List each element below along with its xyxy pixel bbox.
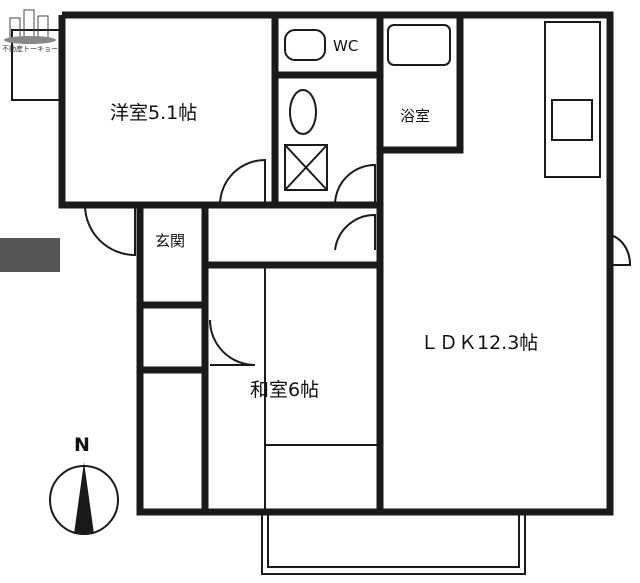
compass-icon: [49, 462, 119, 535]
balcony: [261, 511, 526, 575]
washing-machine: [284, 144, 328, 191]
washbasin: [289, 89, 317, 135]
bath-wall: [380, 15, 464, 154]
toilet: [284, 29, 326, 61]
outer-wall: [58, 11, 614, 516]
room-label-entrance: 玄関: [155, 232, 186, 250]
side-block: [0, 238, 60, 272]
room-label-bath: 浴室: [400, 107, 431, 125]
door: [334, 213, 376, 251]
room-label-japanese: 和室6帖: [250, 379, 320, 401]
room-label-wc: WC: [333, 37, 359, 55]
door: [334, 163, 376, 206]
logo-building-icon: [4, 9, 56, 44]
room-label-western: 洋室5.1帖: [110, 102, 198, 124]
logo: 不動産トーキョー: [0, 0, 60, 60]
bathtub: [387, 24, 451, 66]
compass-north-label: N: [74, 434, 90, 456]
window: [11, 29, 63, 101]
room-label-ldk: ＬＤＫ12.3帖: [420, 332, 539, 354]
door: [609, 234, 632, 266]
door: [219, 158, 266, 206]
kitchen-counter: [544, 21, 601, 178]
entrance-door: [84, 204, 136, 257]
sink: [551, 99, 593, 141]
door: [209, 319, 256, 366]
logo-text: 不動産トーキョー: [2, 45, 58, 53]
